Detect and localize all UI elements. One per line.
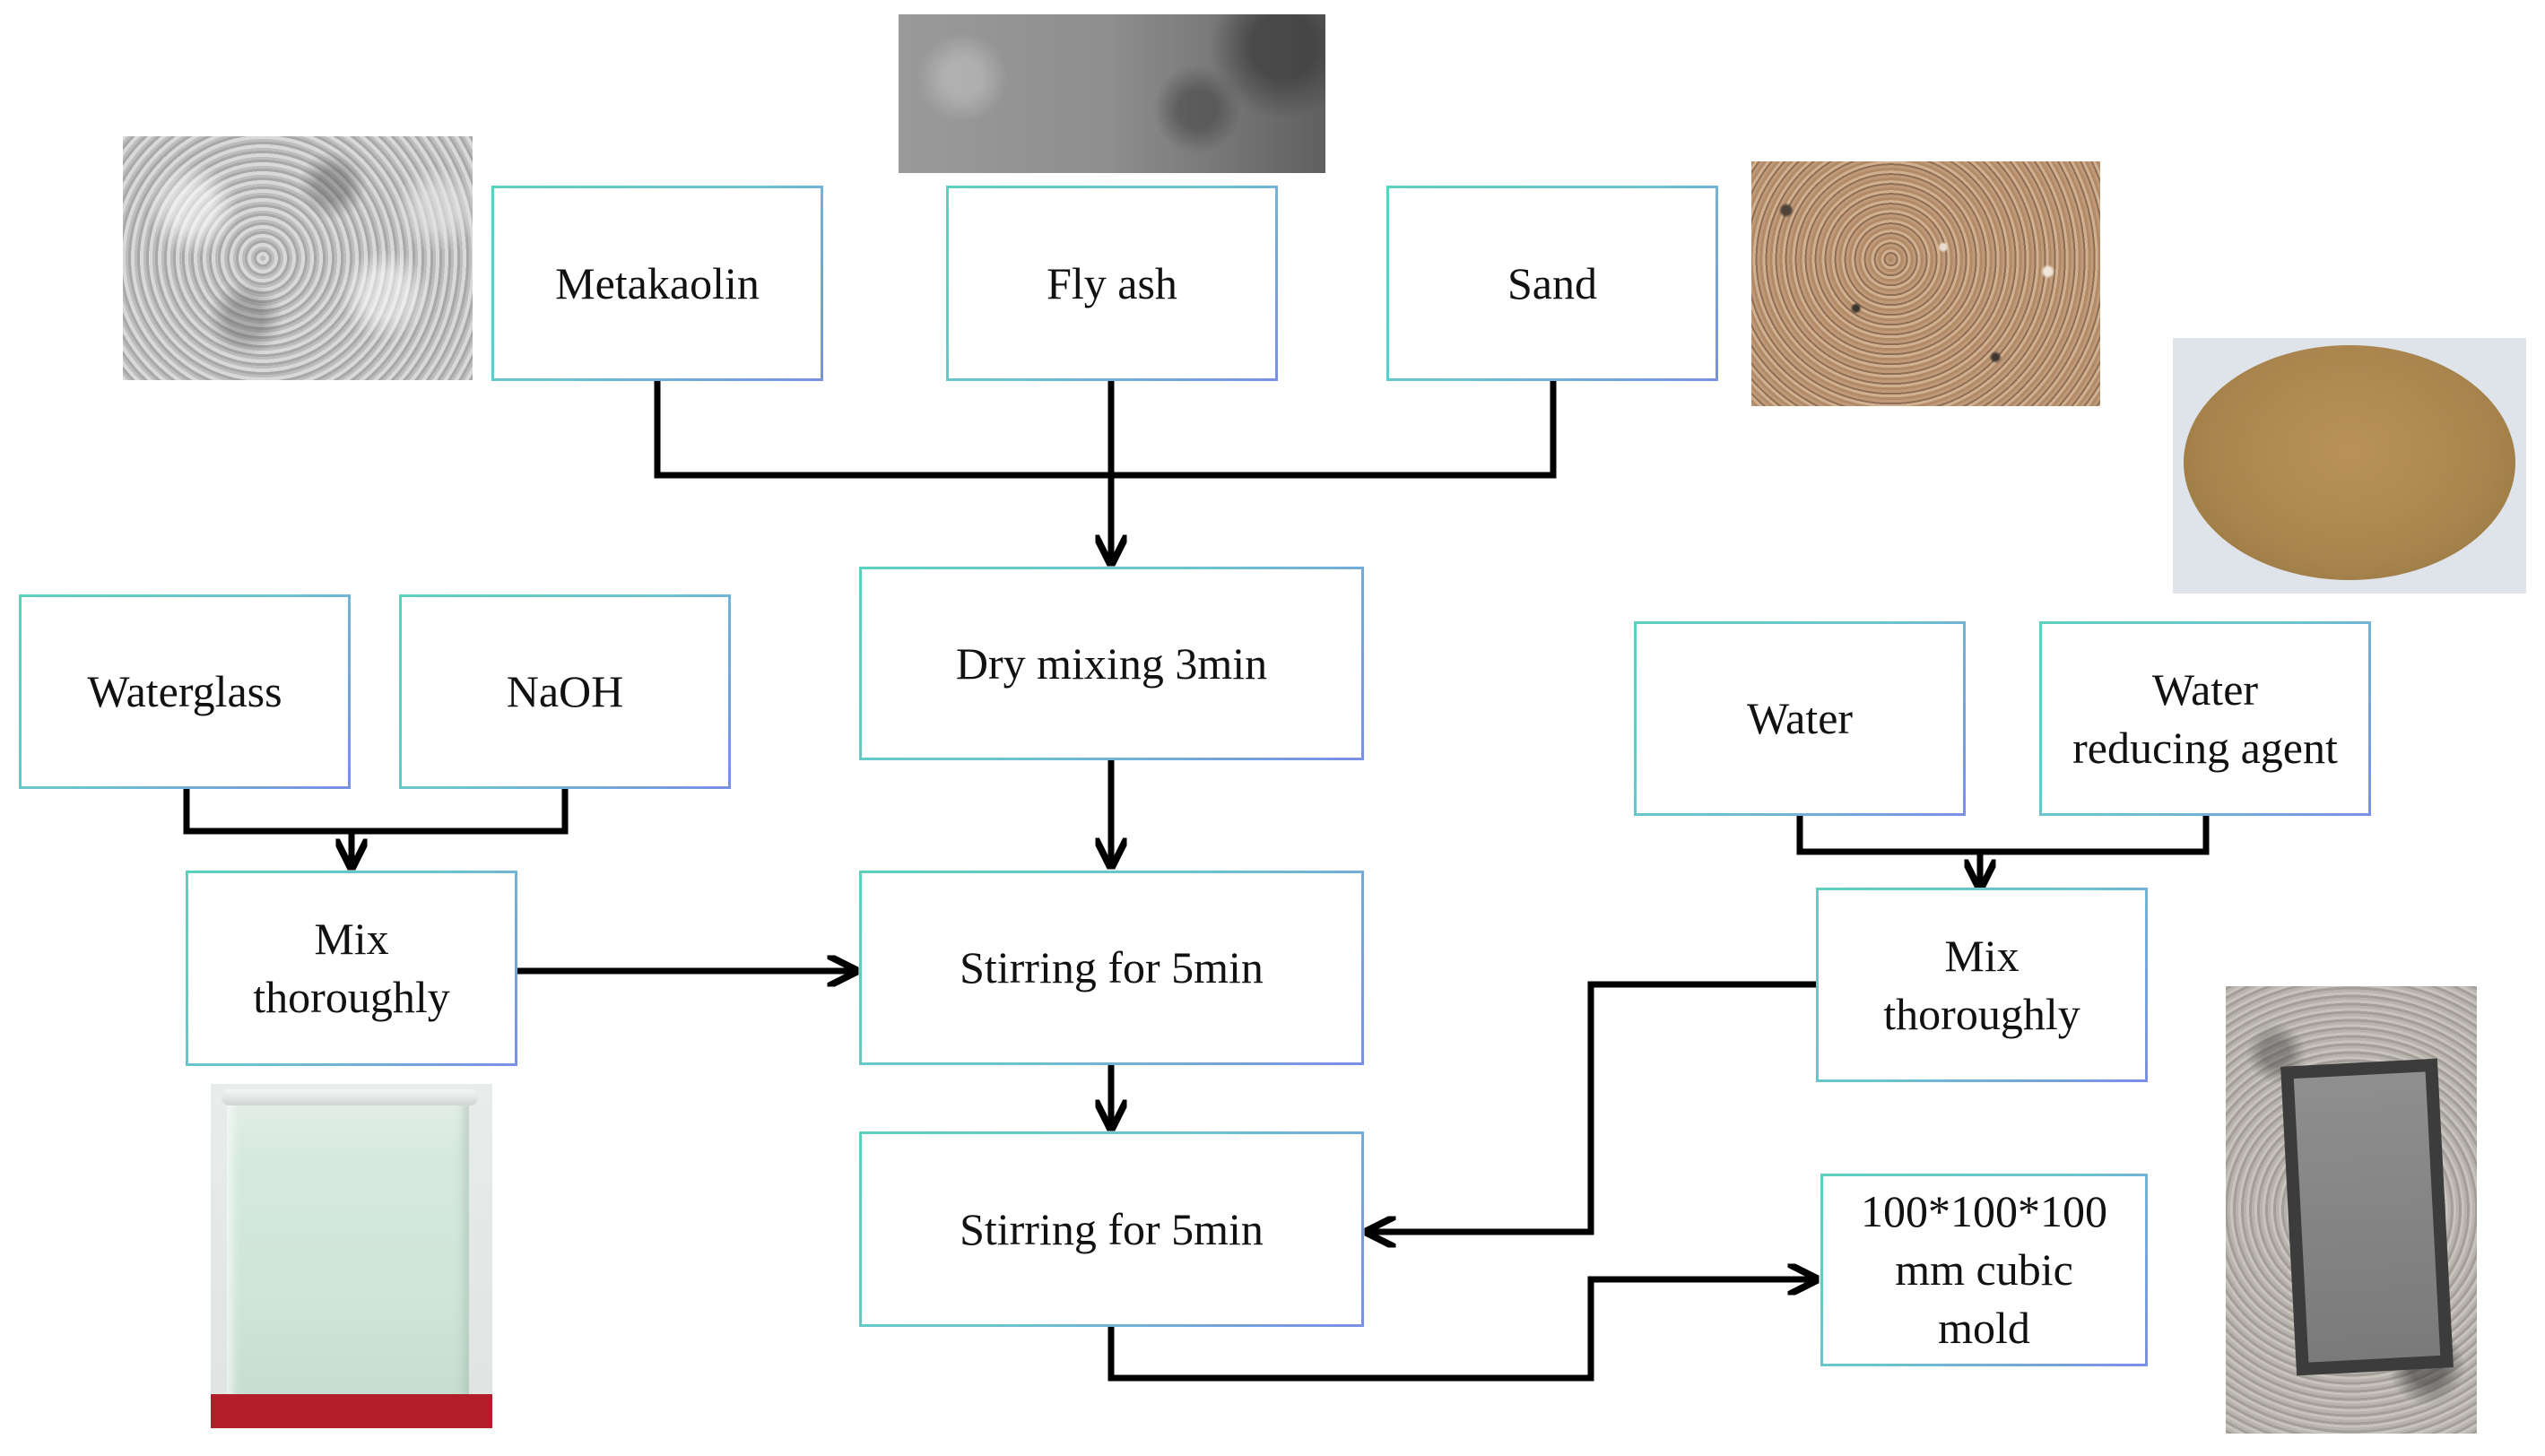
sand-photo bbox=[1751, 161, 2100, 406]
naoh-box: NaOH bbox=[399, 594, 731, 789]
sand-box: Sand bbox=[1386, 186, 1718, 381]
connector-sand bbox=[1111, 381, 1557, 479]
powder-pile bbox=[2184, 345, 2515, 580]
fly-ash-box: Fly ash bbox=[946, 186, 1278, 381]
waterglass-box: Waterglass bbox=[19, 594, 351, 789]
cubic-mold-label: 100*100*100 mm cubic mold bbox=[1861, 1186, 2107, 1353]
connector-water-reducing-agent bbox=[1980, 816, 2210, 855]
water-reducing-agent-photo bbox=[2173, 338, 2526, 594]
dry-mixing-box: Dry mixing 3min bbox=[859, 567, 1364, 760]
sand-label: Sand bbox=[1507, 257, 1597, 308]
naoh-label: NaOH bbox=[506, 666, 624, 716]
stirring-box-1: Stirring for 5min bbox=[859, 871, 1364, 1065]
alkaline-solution-beaker-photo bbox=[211, 1084, 492, 1428]
connector-naoh bbox=[352, 789, 569, 835]
connector-mix-right-to-stirring bbox=[1368, 981, 1819, 1232]
fly-ash-photo bbox=[899, 14, 1325, 173]
fly-ash-label: Fly ash bbox=[1047, 257, 1177, 308]
beaker-base bbox=[211, 1394, 492, 1428]
stirring-box-2: Stirring for 5min bbox=[859, 1131, 1364, 1327]
water-box: Water bbox=[1634, 621, 1966, 816]
stirring-label-2: Stirring for 5min bbox=[960, 1203, 1264, 1254]
water-reducing-agent-box: Water reducing agent bbox=[2039, 621, 2371, 816]
dry-mixing-label: Dry mixing 3min bbox=[955, 637, 1268, 689]
mix-thoroughly-left-label: Mix thoroughly bbox=[253, 914, 450, 1022]
beaker bbox=[227, 1093, 469, 1423]
metakaolin-label: Metakaolin bbox=[555, 257, 760, 308]
mix-thoroughly-right-box: Mix thoroughly bbox=[1816, 888, 2148, 1082]
mix-thoroughly-left-box: Mix thoroughly bbox=[186, 871, 517, 1066]
mix-thoroughly-right-label: Mix thoroughly bbox=[1883, 930, 2080, 1039]
cubic-mold-box: 100*100*100 mm cubic mold bbox=[1820, 1174, 2148, 1366]
connector-metakaolin bbox=[654, 381, 1111, 479]
water-label: Water bbox=[1746, 693, 1854, 743]
beaker-rim bbox=[221, 1089, 478, 1105]
waterglass-label: Waterglass bbox=[87, 666, 282, 716]
connector-waterglass bbox=[183, 789, 352, 835]
cast-specimen-photo bbox=[2226, 986, 2477, 1434]
connector-stirring-to-mold bbox=[1107, 1279, 1816, 1382]
metakaolin-photo bbox=[123, 136, 473, 380]
metakaolin-box: Metakaolin bbox=[491, 186, 823, 381]
stirring-label-1: Stirring for 5min bbox=[960, 942, 1264, 992]
water-reducing-agent-label: Water reducing agent bbox=[2072, 663, 2338, 773]
connector-water bbox=[1796, 816, 1980, 855]
